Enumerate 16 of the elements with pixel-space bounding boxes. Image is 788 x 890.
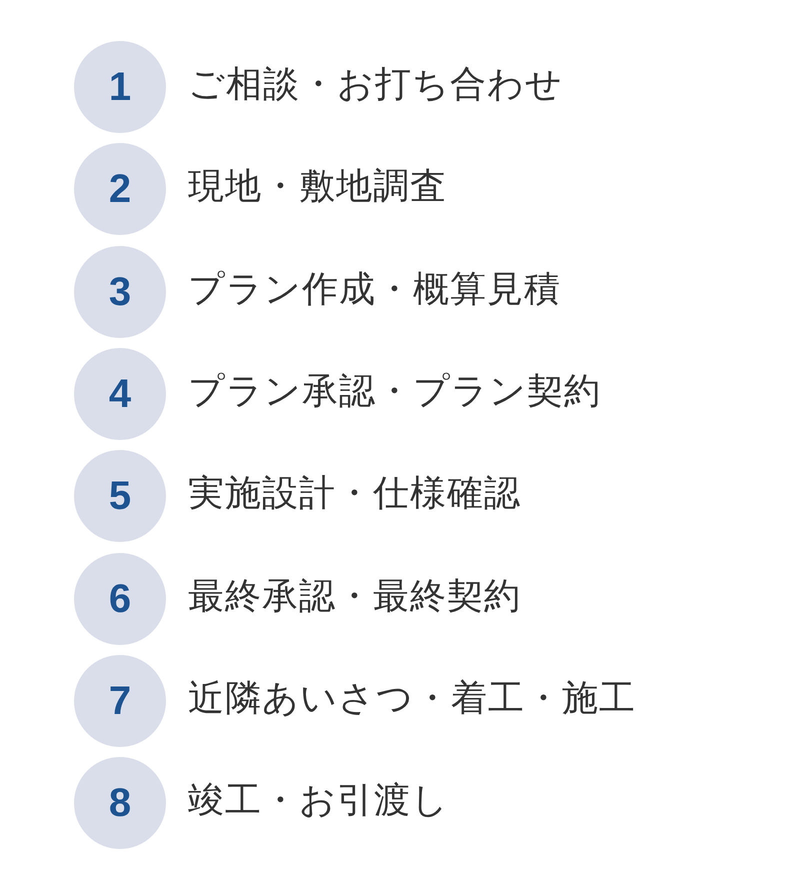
step-label: ご相談・お打ち合わせ	[188, 63, 563, 107]
step-label: 近隣あいさつ・着工・施工	[188, 676, 636, 721]
step-number-circle: 1	[74, 41, 166, 133]
step-label: 現地・敷地調査	[188, 165, 447, 210]
step-label: 竣工・お引渡し	[188, 779, 449, 824]
step-label: 実施設計・仕様確認	[188, 472, 521, 516]
step-number-circle: 3	[74, 246, 166, 338]
step-label: 最終承認・最終契約	[188, 574, 521, 618]
step-number-circle: 7	[74, 654, 166, 747]
step-number-circle: 5	[74, 450, 166, 542]
step-label: プラン承認・プラン契約	[188, 370, 601, 414]
step-number-circle: 8	[74, 757, 166, 850]
step-number-circle: 4	[74, 348, 166, 440]
step-label: プラン作成・概算見積	[188, 268, 561, 312]
step-number-circle: 2	[74, 143, 166, 236]
step-number-circle: 6	[74, 552, 166, 644]
